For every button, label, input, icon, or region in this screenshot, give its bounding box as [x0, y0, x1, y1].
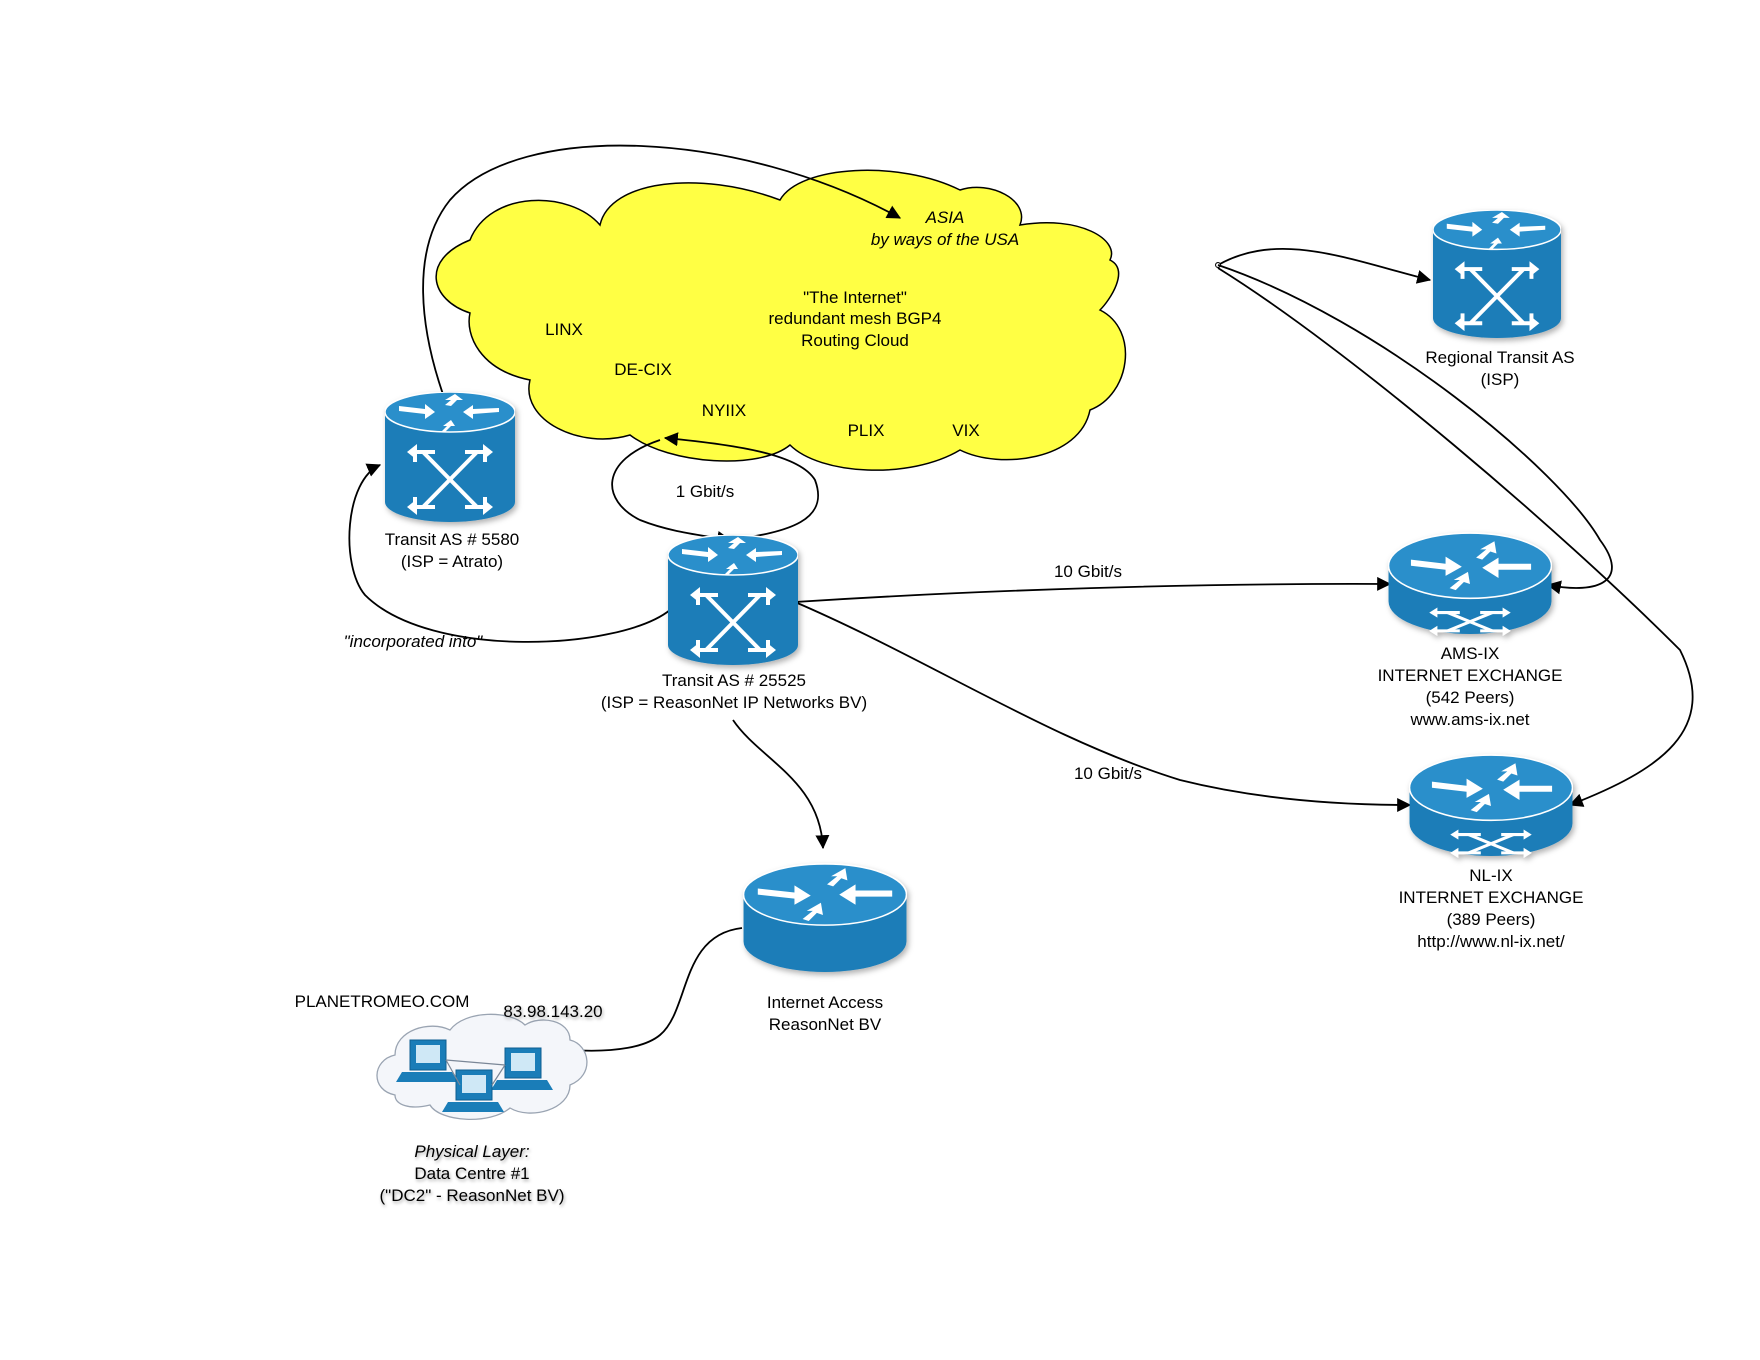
datacentre-label-line1: Physical Layer:: [414, 1142, 530, 1161]
exchange-label-vix: VIX: [952, 421, 979, 440]
workstation-icon: [396, 1039, 458, 1082]
exchange-label-plix: PLIX: [848, 421, 885, 440]
workstation-icon: [442, 1069, 504, 1112]
regional-transit-label-line1: Regional Transit AS: [1425, 348, 1574, 367]
exchange-label-nyiix: NYIIX: [702, 401, 746, 420]
nl-ix-label-line3: (389 Peers): [1447, 910, 1536, 929]
exchange-label-decix: DE-CIX: [614, 360, 672, 379]
transit-25525-router-icon: [668, 535, 798, 665]
link-25525-access: [732, 719, 830, 850]
datacentre-cluster-icon: [376, 1013, 588, 1120]
internet-access-router-icon: [743, 863, 907, 973]
link-cloud-nl: [1217, 267, 1694, 807]
nl-ix-label-line1: NL-IX: [1469, 866, 1512, 885]
internet-cloud: [435, 169, 1127, 471]
ams-ix-router-icon: [1388, 531, 1552, 637]
transit-25525-label-line2: (ISP = ReasonNet IP Networks BV): [601, 693, 867, 712]
cloud-title-line2: redundant mesh BGP4: [769, 309, 942, 328]
regional-transit-router-icon: [1433, 210, 1561, 338]
ams-ix-label-line2: INTERNET EXCHANGE: [1378, 666, 1563, 685]
link-cloud-25525-a: [611, 439, 732, 545]
workstation-icon: [491, 1047, 553, 1090]
ams-ix-label-line4: www.ams-ix.net: [1409, 710, 1529, 729]
link-nl-ix: [794, 601, 1412, 812]
ams-ix-label-line1: AMS-IX: [1441, 644, 1500, 663]
link-label-1gbit: 1 Gbit/s: [676, 482, 735, 501]
datacentre-label-line3: ("DC2" - ReasonNet BV): [380, 1186, 565, 1205]
link-label-10gbit-nl: 10 Gbit/s: [1074, 764, 1142, 783]
link-incorporated: [348, 463, 671, 643]
link-label-10gbit-ams: 10 Gbit/s: [1054, 562, 1122, 581]
link-ams-ix: [792, 576, 1392, 605]
exchange-label-linx: LINX: [545, 320, 583, 339]
nl-ix-label-line4: http://www.nl-ix.net/: [1417, 932, 1565, 951]
regional-transit-label-line2: (ISP): [1481, 370, 1520, 389]
datacentre-domain-label: PLANETROMEO.COM: [295, 992, 470, 1011]
link-cloud-regional: [1215, 248, 1432, 284]
datacentre-ip-label: 83.98.143.20: [503, 1002, 602, 1021]
ams-ix-label-line3: (542 Peers): [1426, 688, 1515, 707]
asia-label-line2: by ways of the USA: [871, 230, 1019, 249]
transit-5580-router-icon: [385, 392, 515, 522]
link-cloud-25525-b: [663, 432, 820, 541]
asia-label-line1: ASIA: [925, 208, 965, 227]
nl-ix-label-line2: INTERNET EXCHANGE: [1399, 888, 1584, 907]
internet-access-label-line1: Internet Access: [767, 993, 883, 1012]
nl-ix-router-icon: [1409, 753, 1573, 859]
link-label-incorporated: "incorporated into": [344, 632, 484, 651]
transit-25525-label-line1: Transit AS # 25525: [662, 671, 806, 690]
datacentre-label-line2: Data Centre #1: [414, 1164, 529, 1183]
link-5580-asia: [422, 144, 902, 401]
cloud-title-line3: Routing Cloud: [801, 331, 909, 350]
cloud-title-line1: "The Internet": [803, 288, 907, 307]
transit-5580-label-line1: Transit AS # 5580: [385, 530, 520, 549]
link-cloud-ams: [1217, 264, 1613, 595]
internet-access-label-line2: ReasonNet BV: [769, 1015, 882, 1034]
transit-5580-label-line2: (ISP = Atrato): [401, 552, 503, 571]
